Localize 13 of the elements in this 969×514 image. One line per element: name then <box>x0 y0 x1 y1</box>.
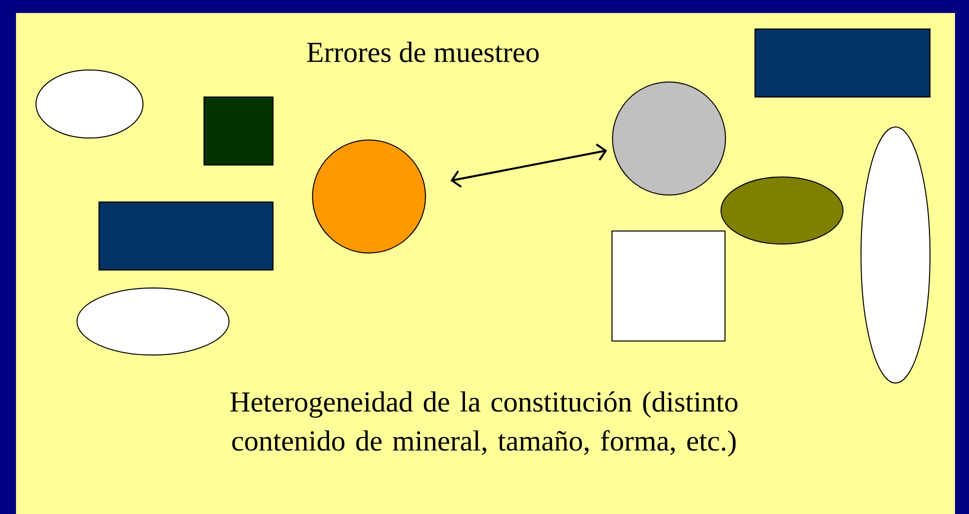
ellipse-shape <box>36 70 144 138</box>
title: Errores de muestreo <box>307 42 539 62</box>
rectangle-shape <box>754 28 931 98</box>
ellipse-shape <box>720 176 844 244</box>
rectangle-shape <box>612 230 726 342</box>
caption: Heterogeneidad de la constitución (distinto contenido de mineral, tamaño, forma, etc.) <box>230 391 738 457</box>
circle-shape <box>312 140 426 254</box>
circle-shape <box>612 82 726 196</box>
arrow <box>450 144 608 188</box>
rectangle-shape <box>204 96 274 166</box>
ellipse-shape <box>860 126 931 384</box>
rectangle-shape <box>98 202 274 270</box>
ellipse-shape <box>76 288 230 356</box>
